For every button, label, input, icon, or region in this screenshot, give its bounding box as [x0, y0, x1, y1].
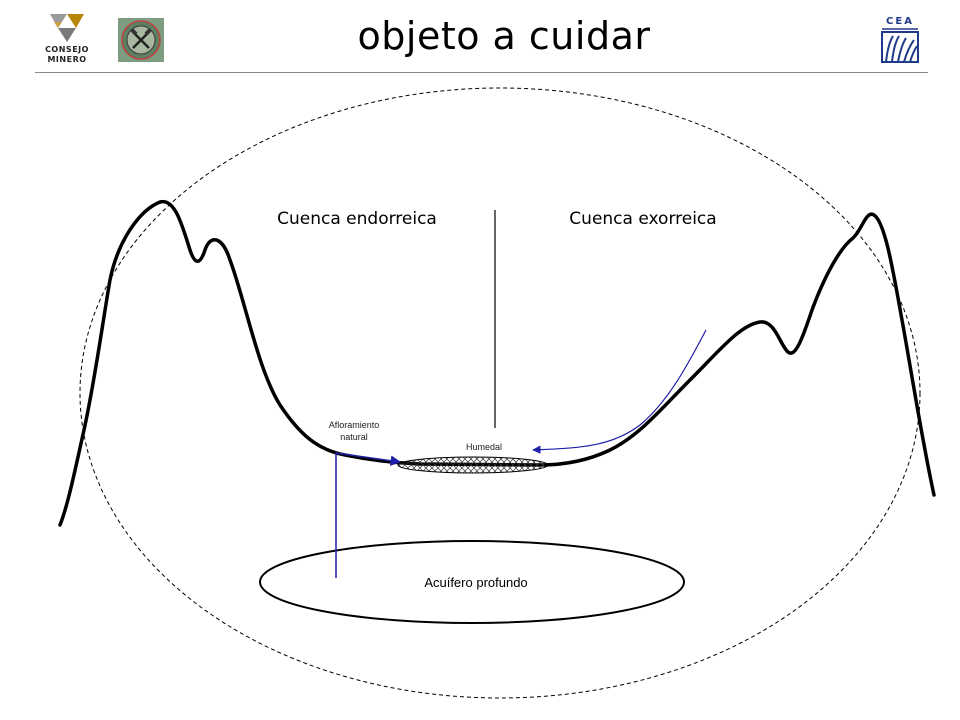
- logo-text-consejo: CONSEJO: [45, 45, 89, 54]
- label-afloramiento-line1: Afloramiento: [329, 420, 380, 430]
- consejo-minero-logo: CONSEJO MINERO: [36, 14, 98, 64]
- page-title: objeto a cuidar: [357, 14, 651, 58]
- logo-text-minero: MINERO: [47, 55, 87, 64]
- label-cuenca-exorreica: Cuenca exorreica: [569, 209, 716, 229]
- label-acuifero-profundo: Acuífero profundo: [424, 575, 527, 590]
- consejo-minero-mark-icon: [50, 14, 84, 42]
- seal-emblem-icon: [118, 18, 164, 62]
- label-humedal: Humedal: [466, 442, 502, 452]
- header: CONSEJO MINERO objeto a cuidar CEA: [0, 0, 960, 76]
- label-afloramiento-line2: natural: [340, 432, 368, 442]
- label-cuenca-endorreica: Cuenca endorreica: [277, 209, 437, 229]
- cea-logo-text: CEA: [886, 16, 914, 27]
- cea-logo: CEA: [880, 16, 920, 64]
- cea-mark-icon: [881, 28, 919, 63]
- upwelling-flow-arrow: [335, 452, 402, 578]
- lateral-inflow-arrow: [532, 329, 707, 454]
- deep-aquifer-ellipse: [259, 540, 685, 624]
- mining-seal-logo: [118, 18, 164, 62]
- terrain-profile: [58, 200, 936, 527]
- wetland-ellipse: [397, 456, 549, 474]
- system-boundary-ellipse: [79, 87, 921, 699]
- header-divider: [35, 72, 928, 73]
